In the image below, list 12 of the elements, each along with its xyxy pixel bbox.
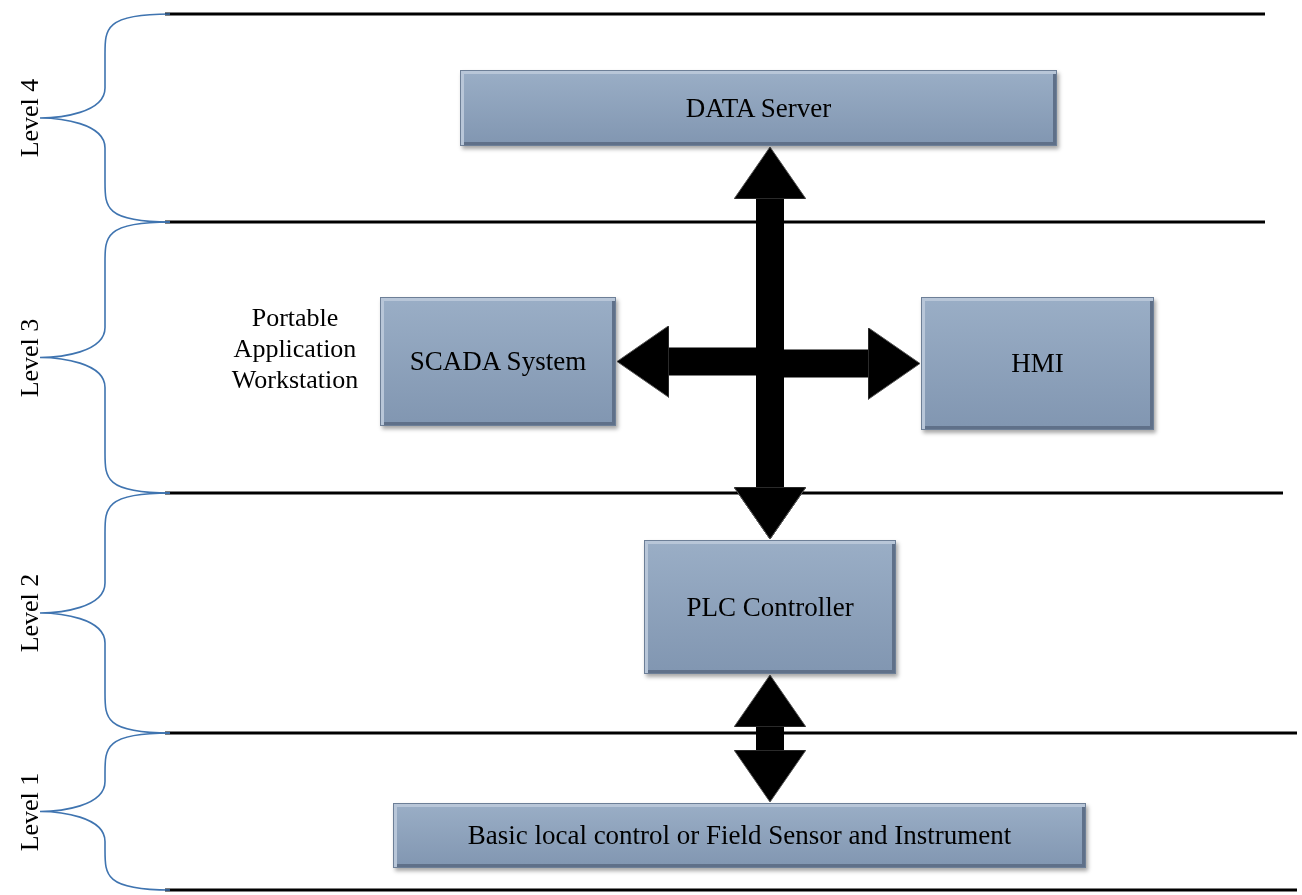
process-box: DATA Server [460,70,1057,146]
level-label: Level 2 [15,573,45,653]
process-box: SCADA System [380,297,616,426]
process-box: HMI [921,297,1154,430]
process-box: PLC Controller [644,540,896,674]
process-box: Basic local control or Field Sensor and Instrument [393,803,1086,868]
level-label: Level 1 [15,772,45,851]
double-arrow [733,327,921,540]
level-label: Level 4 [15,78,45,158]
side-caption: Portable Application Workstation [230,302,360,396]
double-arrow [733,674,807,803]
level-label: Level 3 [15,318,45,397]
